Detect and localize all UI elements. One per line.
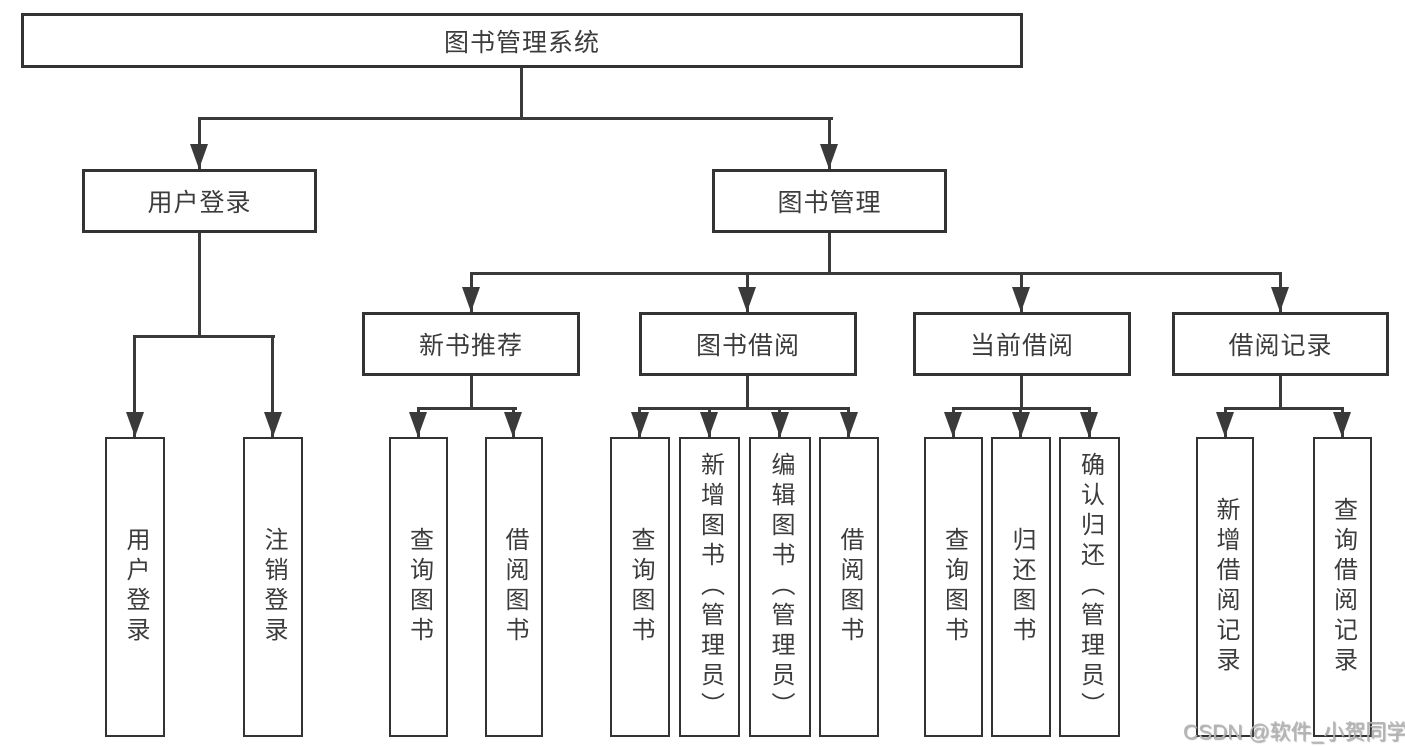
leaf-query-books-recommend: 查询图书 (389, 437, 448, 737)
node-root-library-system: 图书管理系统 (21, 13, 1023, 68)
connector-root-stem (520, 66, 523, 120)
leaf-borrow-books: 借阅图书 (819, 437, 879, 737)
connector-to-book-management (828, 117, 831, 169)
connector-records-rail (1224, 407, 1344, 410)
arrowhead-icon (944, 412, 962, 437)
connector-current-stem (1020, 376, 1023, 410)
arrowhead-icon (1012, 287, 1030, 312)
arrowhead-icon (462, 287, 480, 312)
node-book-borrow: 图书借阅 (639, 312, 857, 376)
node-borrow-records: 借阅记录 (1172, 312, 1389, 376)
connector-level2-rail (198, 117, 833, 120)
connector-to-leaf-logout (271, 335, 274, 437)
leaf-logout: 注销登录 (243, 437, 303, 737)
arrowhead-icon (1333, 412, 1351, 437)
arrowhead-icon (504, 412, 522, 437)
connector-user-login-stem (198, 233, 201, 338)
csdn-watermark: CSDN @软件_小贺同学 (1183, 721, 1405, 744)
arrowhead-icon (409, 412, 427, 437)
arrowhead-icon (820, 144, 838, 169)
arrowhead-icon (771, 412, 789, 437)
leaf-user-login: 用户登录 (105, 437, 165, 737)
arrowhead-icon (738, 287, 756, 312)
connector-to-leaf-user-login (133, 335, 136, 437)
leaf-edit-books-admin: 编辑图书（管理员） (749, 437, 811, 737)
leaf-return-books: 归还图书 (991, 437, 1051, 737)
leaf-add-borrow-record: 新增借阅记录 (1196, 437, 1254, 737)
leaf-query-borrow-record: 查询借阅记录 (1313, 437, 1372, 737)
arrowhead-icon (264, 412, 282, 437)
connector-recommend-rail (417, 407, 517, 410)
arrowhead-icon (1271, 287, 1289, 312)
connector-book-management-stem (828, 233, 831, 275)
leaf-borrow-books-recommend: 借阅图书 (485, 437, 543, 737)
node-user-login: 用户登录 (82, 169, 317, 233)
connector-borrow-rail (638, 407, 850, 410)
leaf-confirm-return-admin: 确认归还（管理员） (1059, 437, 1120, 737)
leaf-add-books-admin: 新增图书（管理员） (679, 437, 740, 737)
arrowhead-icon (700, 412, 718, 437)
connector-recommend-stem (470, 376, 473, 410)
leaf-query-books-borrow: 查询图书 (610, 437, 670, 737)
node-current-borrow: 当前借阅 (913, 312, 1131, 376)
connector-user-login-rail (133, 335, 275, 338)
node-new-book-recommend: 新书推荐 (362, 312, 580, 376)
arrowhead-icon (1012, 412, 1030, 437)
node-book-management: 图书管理 (712, 169, 947, 233)
connector-borrow-stem (746, 376, 749, 410)
arrowhead-icon (1216, 412, 1234, 437)
connector-to-user-login (198, 117, 201, 169)
arrowhead-icon (840, 412, 858, 437)
arrowhead-icon (1080, 412, 1098, 437)
connector-records-stem (1279, 376, 1282, 410)
leaf-query-books-current: 查询图书 (924, 437, 983, 737)
arrowhead-icon (190, 144, 208, 169)
arrowhead-icon (126, 412, 144, 437)
arrowhead-icon (631, 412, 649, 437)
connector-level3-rail (470, 272, 1282, 275)
